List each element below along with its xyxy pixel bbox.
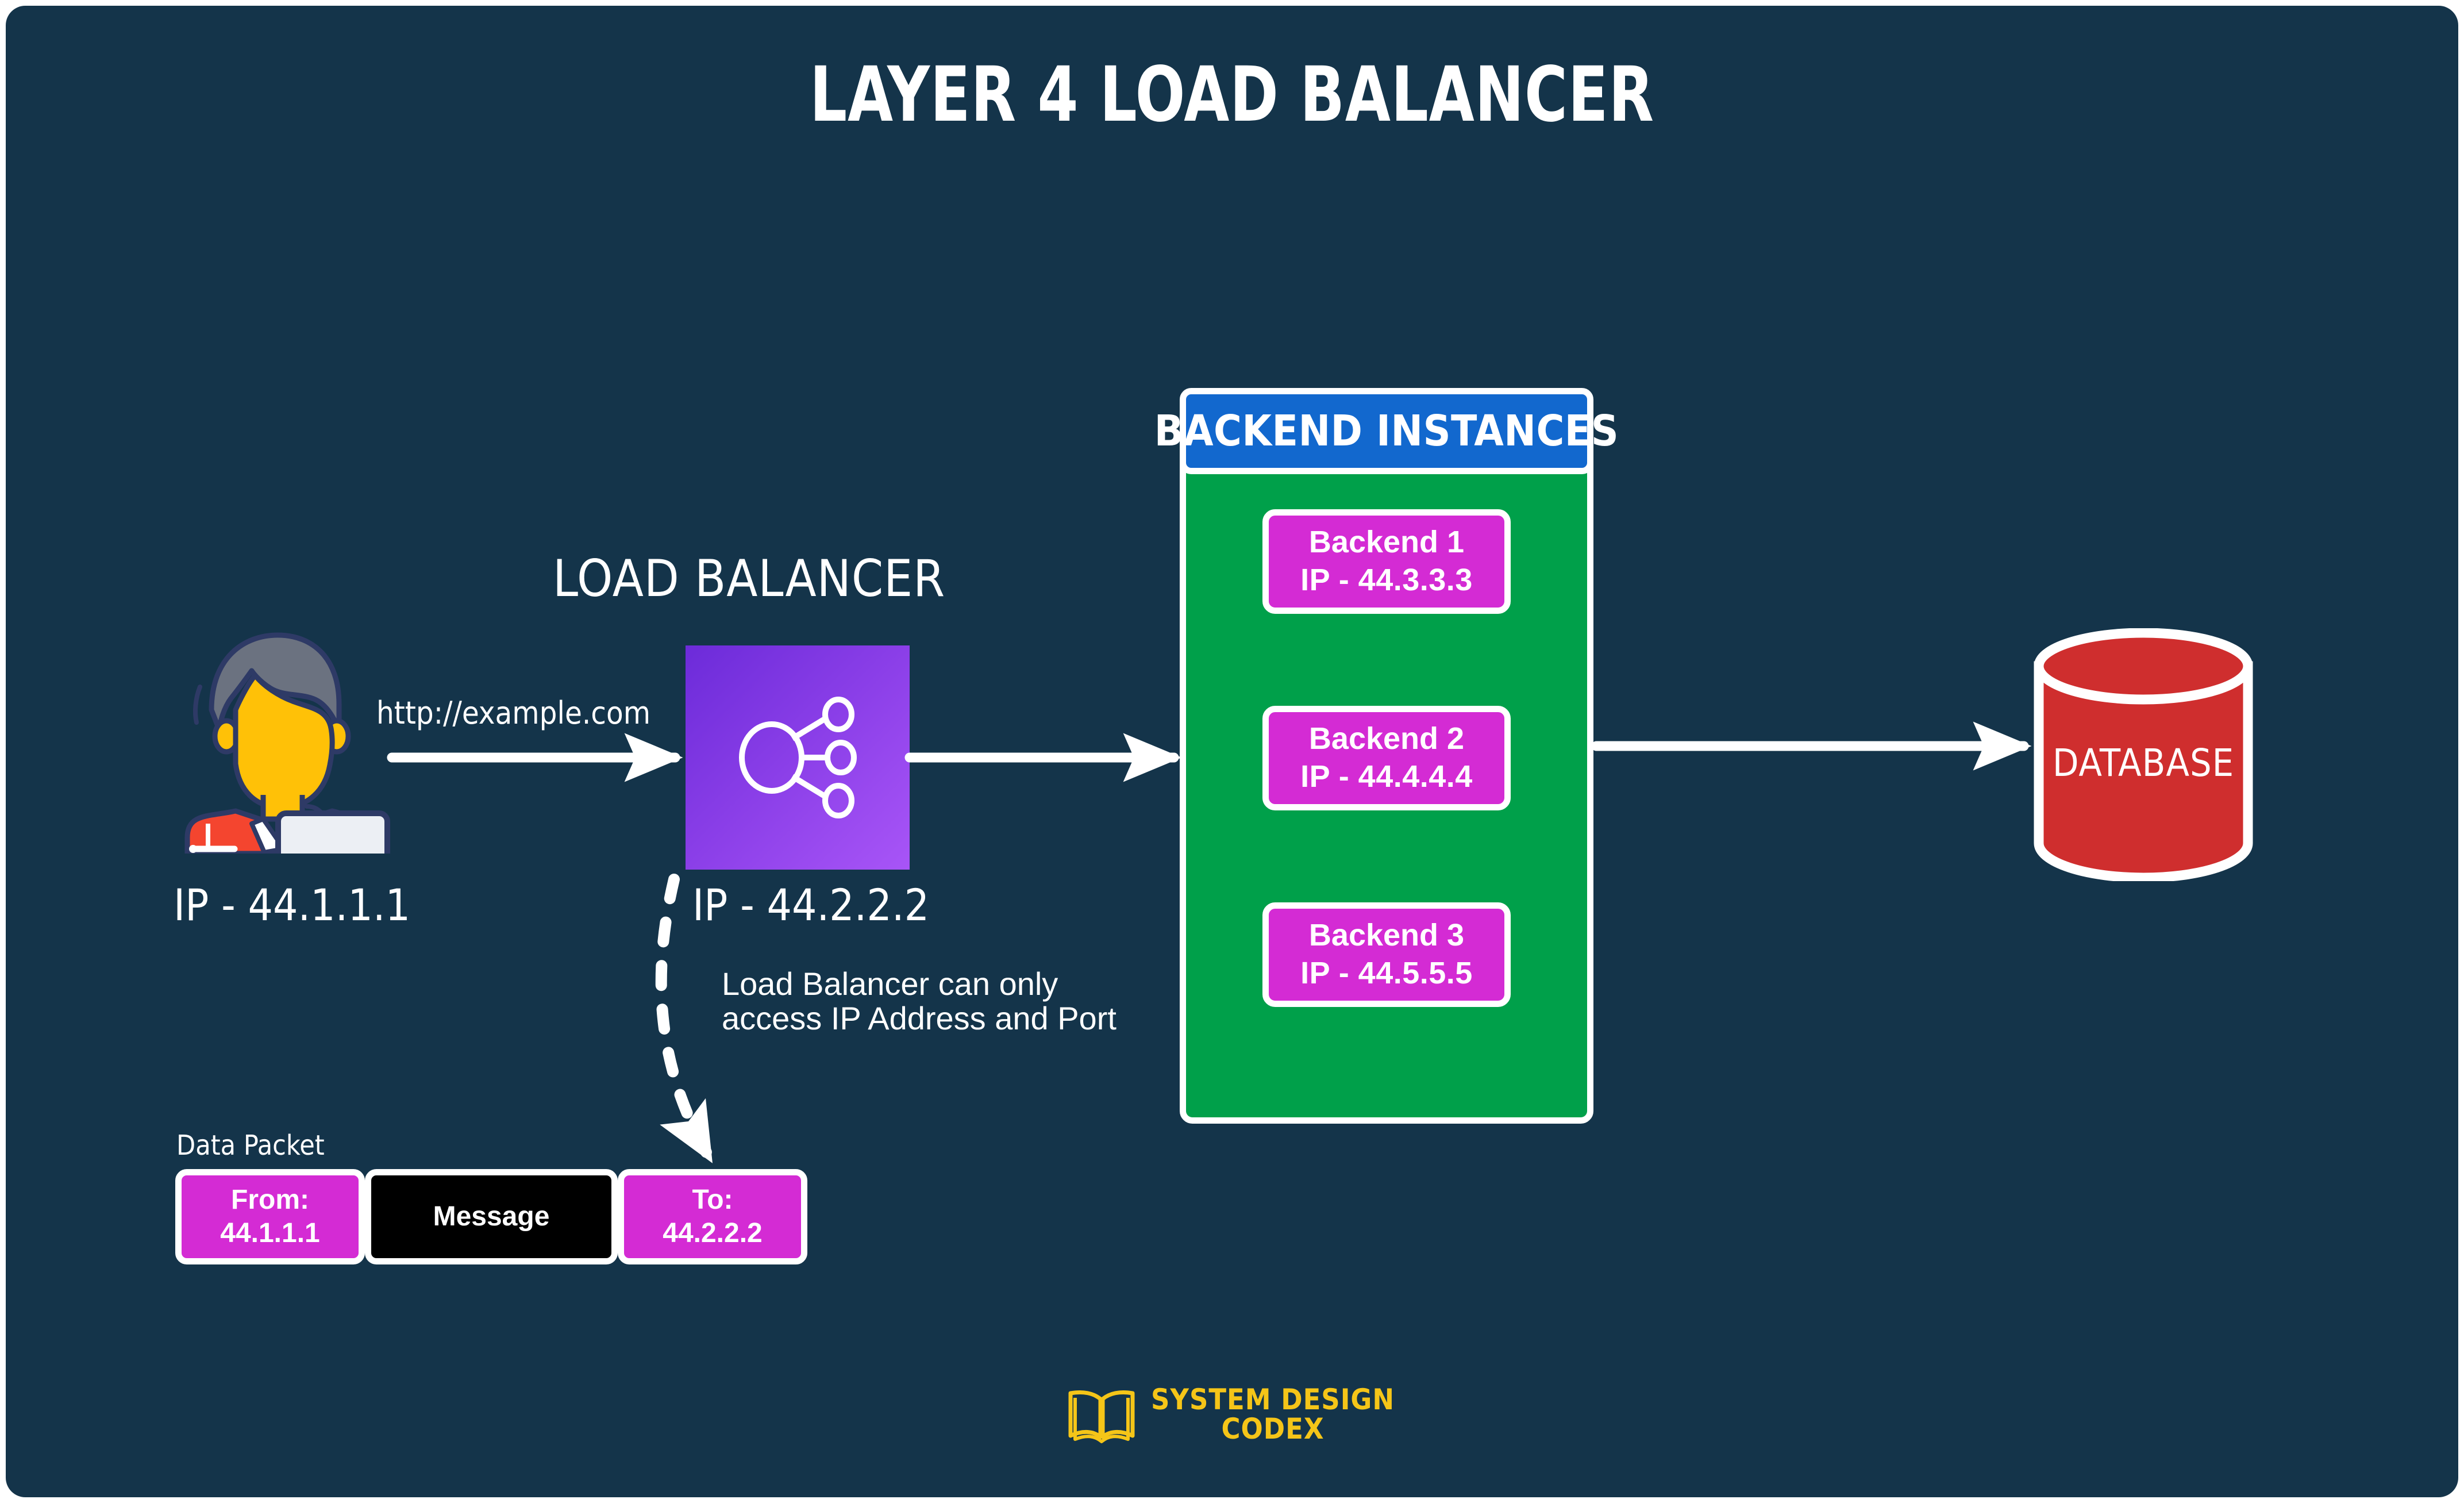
- load-balancer-node[interactable]: [686, 645, 910, 870]
- open-book-icon: [1068, 1390, 1135, 1443]
- backend-instances-header-label: BACKEND INSTANCES: [1154, 406, 1619, 456]
- brand-line-2: CODEX: [1221, 1412, 1325, 1446]
- brand-logo: SYSTEM DESIGN CODEX: [1066, 1384, 1395, 1445]
- packet-to-value: 44.2.2.2: [663, 1218, 763, 1248]
- backend-instance-name: Backend 2: [1308, 721, 1465, 756]
- backend-instance-card[interactable]: Backend 2 IP - 44.4.4.4: [1262, 706, 1511, 810]
- packet-from-label: From:: [231, 1185, 309, 1216]
- data-packet-caption: Data Packet: [176, 1129, 325, 1162]
- packet-to-cell: To: 44.2.2.2: [618, 1169, 807, 1264]
- load-balancer-ip-label: IP - 44.2.2.2: [692, 879, 930, 931]
- network-distribution-icon: [739, 697, 857, 818]
- backend-instance-ip: IP - 44.3.3.3: [1300, 563, 1473, 597]
- backend-instances-panel: BACKEND INSTANCES Backend 1 IP - 44.3.3.…: [1154, 388, 1619, 1124]
- packet-from-value: 44.1.1.1: [220, 1218, 320, 1248]
- backend-instances-header: BACKEND INSTANCES: [1154, 388, 1619, 474]
- packet-message-label: Message: [433, 1201, 550, 1232]
- page-title: LAYER 4 LOAD BALANCER: [810, 51, 1654, 139]
- brand-name: SYSTEM DESIGN CODEX: [1151, 1385, 1395, 1444]
- backend-instance-name: Backend 3: [1308, 918, 1465, 953]
- packet-message-cell: Message: [365, 1169, 618, 1264]
- packet-to-label: To:: [692, 1185, 733, 1216]
- backend-instances-body: Backend 1 IP - 44.3.3.3 Backend 2 IP - 4…: [1180, 440, 1593, 1124]
- backend-instance-card[interactable]: Backend 3 IP - 44.5.5.5: [1262, 902, 1511, 1007]
- database-node[interactable]: DATABASE: [2028, 628, 2258, 883]
- backend-instance-name: Backend 1: [1308, 525, 1465, 560]
- client-ip-label: IP - 44.1.1.1: [174, 879, 411, 931]
- backend-instance-ip: IP - 44.4.4.4: [1300, 759, 1473, 794]
- backend-instance-ip: IP - 44.5.5.5: [1300, 956, 1473, 990]
- client-user-icon: [171, 624, 413, 921]
- database-label: DATABASE: [2052, 741, 2235, 785]
- load-balancer-note: Load Balancer can only access IP Address…: [722, 966, 1116, 1037]
- packet-from-cell: From: 44.1.1.1: [175, 1169, 365, 1264]
- data-packet: From: 44.1.1.1 Message To: 44.2.2.2: [175, 1169, 807, 1264]
- diagram-canvas: LAYER 4 LOAD BALANCER: [6, 6, 2458, 1497]
- backend-instance-card[interactable]: Backend 1 IP - 44.3.3.3: [1262, 509, 1511, 614]
- brand-line-1: SYSTEM DESIGN: [1151, 1383, 1395, 1416]
- request-url-label: http://example.com: [376, 695, 651, 731]
- load-balancer-heading: LOAD BALANCER: [553, 549, 946, 608]
- database-cylinder-icon: [2034, 628, 2253, 883]
